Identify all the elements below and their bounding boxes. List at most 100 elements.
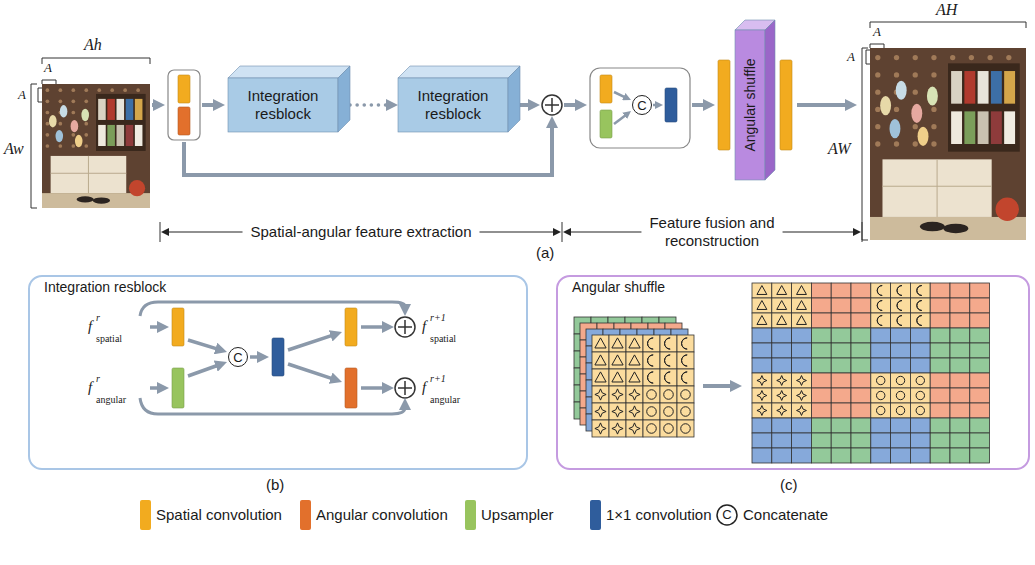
flow-arrow <box>288 335 333 350</box>
grid-cell <box>950 298 970 313</box>
flow-connector <box>350 103 388 107</box>
grid-cell <box>970 388 990 403</box>
wall-pattern <box>46 100 50 104</box>
grid-cell <box>950 283 970 298</box>
sum-symbol <box>395 378 415 398</box>
grid-symbol <box>757 391 767 401</box>
grid-cell <box>811 328 831 343</box>
text-label: AW <box>828 140 851 158</box>
grid-cell <box>592 352 609 369</box>
grid-cell <box>660 352 677 369</box>
grid-cell <box>625 402 642 419</box>
grid-cell <box>831 403 851 418</box>
grid-symbol <box>612 372 623 382</box>
wall-pattern <box>913 141 918 146</box>
grid-cell <box>752 433 772 448</box>
text-label: Spatial-angular feature extraction <box>230 223 492 240</box>
grid-cell <box>592 403 609 420</box>
grid-cell <box>871 373 891 388</box>
grid-cell <box>891 433 911 448</box>
grid-cell <box>811 388 831 403</box>
grid-cell <box>950 343 970 358</box>
grid-cell <box>772 388 792 403</box>
grid-cell <box>792 418 812 433</box>
grid-cell <box>592 369 609 386</box>
bottle <box>927 86 938 105</box>
grid-cell <box>891 328 911 343</box>
book <box>951 71 962 104</box>
grid-cell <box>970 313 990 328</box>
text-label: r <box>96 312 100 324</box>
wall-pattern <box>84 88 88 92</box>
grid-cell <box>660 403 677 420</box>
text-label: f <box>422 318 426 335</box>
grid-cell <box>831 388 851 403</box>
grid-symbol <box>896 376 904 384</box>
book <box>98 99 106 120</box>
grid-cell <box>871 313 891 328</box>
grid-cell <box>930 433 950 448</box>
bottle <box>60 105 68 117</box>
node-text: Integration resblock <box>234 87 332 123</box>
grid-symbol <box>665 338 671 349</box>
grid-cell <box>752 328 772 343</box>
wall-pattern <box>84 100 88 104</box>
flow-arrow <box>614 115 626 124</box>
bottle <box>75 135 83 147</box>
conv-bar <box>172 308 184 346</box>
grid-cell <box>930 418 950 433</box>
wall-pattern <box>84 122 88 126</box>
wall-pattern <box>913 55 918 60</box>
block-face: Integration resblock <box>398 78 508 132</box>
bookshelf <box>948 63 1020 151</box>
grid-cell <box>792 328 812 343</box>
wall-pattern <box>875 72 880 77</box>
grid-cell <box>772 373 792 388</box>
grid-cell <box>608 334 625 351</box>
flow-arrow <box>520 103 530 107</box>
grid-cell <box>851 343 871 358</box>
grid-symbol <box>757 286 767 295</box>
conv-bar <box>600 75 612 103</box>
grid-symbol <box>797 376 807 386</box>
conv-bar <box>178 75 190 103</box>
feature-stack-layer <box>586 329 688 431</box>
wall-pattern <box>894 72 899 77</box>
shoe <box>77 196 94 202</box>
node-text: Angular shuffle <box>572 279 665 296</box>
grid-symbol <box>757 376 767 386</box>
grid-symbol <box>681 407 691 417</box>
grid-symbol <box>797 286 807 295</box>
grid-cell <box>851 373 871 388</box>
grid-cell <box>752 313 772 328</box>
legend-swatch <box>140 500 151 530</box>
grid-cell <box>831 373 851 388</box>
grid-cell <box>811 343 831 358</box>
grid-symbol <box>777 286 787 295</box>
grid-symbol <box>629 389 640 400</box>
flow-arrow <box>564 103 577 107</box>
grid-symbol <box>896 391 904 399</box>
wall-pattern <box>875 90 880 95</box>
node-text: Angular shuffle <box>742 58 759 151</box>
grid-cell <box>831 358 851 373</box>
grid-symbol <box>682 338 688 349</box>
wall-pattern <box>987 55 992 60</box>
legend-text: Concatenate <box>743 506 828 523</box>
grid-cell <box>970 283 990 298</box>
grid-symbol <box>777 316 787 325</box>
book <box>964 111 975 144</box>
dimension-arrow <box>783 231 855 232</box>
grid-symbol <box>629 338 640 348</box>
wall-pattern <box>46 111 50 115</box>
legend-text: Upsampler <box>481 506 554 523</box>
book <box>964 71 975 104</box>
grid-cell <box>811 403 831 418</box>
flow-arrow <box>150 386 159 390</box>
grid-cell <box>910 328 930 343</box>
grid-cell <box>609 403 626 420</box>
book <box>107 99 115 120</box>
grid-symbol <box>629 372 640 382</box>
grid-cell <box>609 369 626 386</box>
dimension-tick <box>862 222 863 242</box>
